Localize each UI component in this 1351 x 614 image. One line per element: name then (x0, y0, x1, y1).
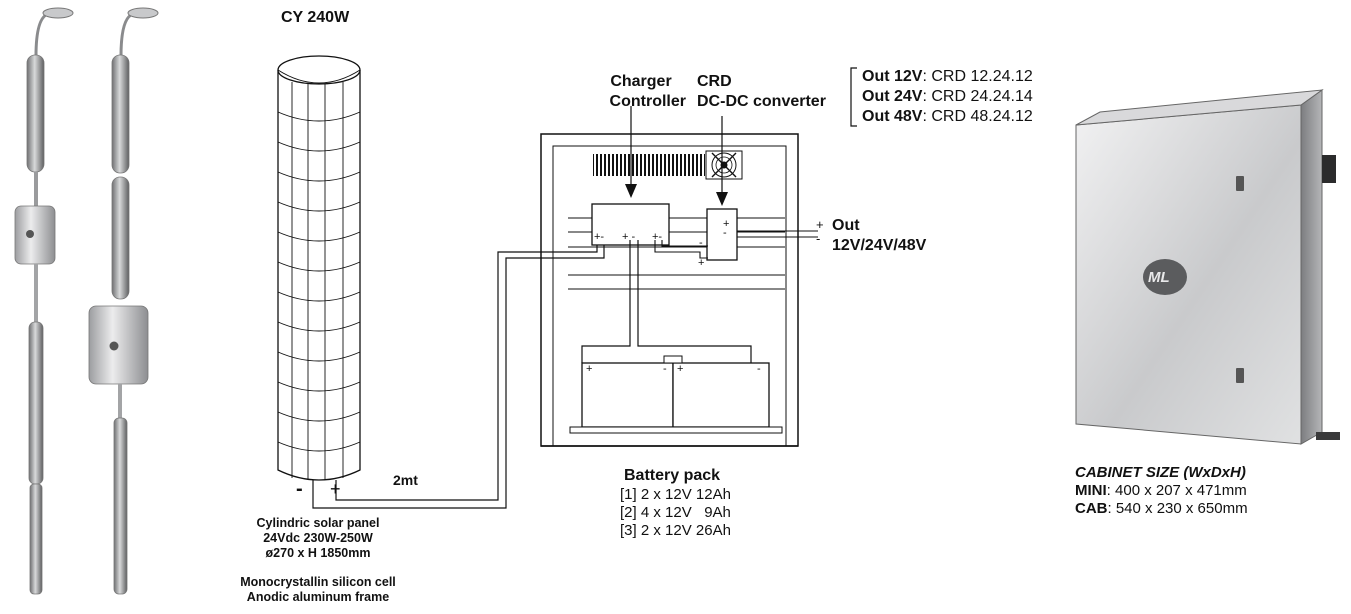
converter-label-line-2: DC-DC converter (697, 93, 826, 110)
cable-length-label: 2mt (393, 472, 418, 488)
battery-pack-info: Battery pack [1] 2 x 12V 12Ah [2] 4 x 12… (620, 466, 731, 540)
cylindric-solar-panel (277, 55, 361, 481)
battery-option: [2] 4 x 12V 9Ah (620, 504, 731, 521)
solar-panel-materials: Monocrystallin silicon cell Anodic alumi… (218, 575, 418, 605)
output-row: Out 48V: CRD 48.24.12 (862, 108, 1033, 125)
fan-icon (705, 150, 743, 180)
cabinet-size-row: MINI: 400 x 207 x 471mm (1075, 482, 1247, 499)
panel-plus-terminal: + (330, 479, 341, 499)
battery-2-minus: - (757, 363, 761, 375)
battery-pack-title: Battery pack (624, 467, 721, 484)
converter-out-polarity: +- (723, 218, 730, 239)
panel-material-line-1: Monocrystallin silicon cell (240, 575, 396, 589)
battery-2-plus: + (677, 363, 684, 375)
panel-cable (312, 240, 605, 509)
cabinet-size-info: CABINET SIZE (WxDxH) MINI: 400 x 207 x 4… (1075, 464, 1248, 518)
output-terminal-voltages: 12V/24V/48V (832, 237, 927, 254)
converter-in-minus: - (699, 237, 703, 249)
output-row: Out 12V: CRD 12.24.12 (862, 68, 1033, 85)
battery-1-minus: - (663, 363, 667, 375)
dc-dc-converter-box (706, 208, 738, 261)
ml-logo-icon (1143, 259, 1187, 295)
cabinet-enclosure (540, 67, 857, 447)
output-plus-minus: +- (816, 217, 824, 246)
charger-label-line-2: Controller (609, 93, 686, 110)
solar-panel-description: Cylindric solar panel 24Vdc 230W-250W ø2… (218, 516, 418, 561)
panel-desc-line-2: 24Vdc 230W-250W (263, 531, 373, 545)
charger-load-polarity: +- (652, 231, 663, 243)
battery-option: [3] 2 x 12V 26Ah (620, 522, 731, 539)
converter-label-line-1: CRD (697, 73, 732, 90)
battery-option: [1] 2 x 12V 12Ah (620, 486, 731, 503)
output-row: Out 24V: CRD 24.24.14 (862, 88, 1033, 105)
cabinet-photo (1075, 89, 1340, 445)
panel-material-line-2: Anodic aluminum frame (246, 590, 390, 604)
panel-desc-line-3: ø270 x H 1850mm (265, 546, 371, 560)
converter-in-plus: + (698, 257, 705, 269)
charger-battery-polarity: + - (622, 231, 636, 243)
output-models-list: Out 12V: CRD 12.24.12 Out 24V: CRD 24.24… (862, 67, 1033, 127)
dc-dc-converter-label: CRD DC-DC converter (697, 72, 826, 112)
cabinet-size-title: CABINET SIZE (WxDxH) (1075, 464, 1246, 481)
charger-controller-label: Charger Controller (596, 72, 686, 112)
ventilation-grille (593, 154, 705, 176)
output-terminal-label: Out 12V/24V/48V (832, 216, 926, 256)
output-terminal-title: Out (832, 217, 860, 234)
cabinet-logo-text: ML (1148, 269, 1170, 286)
charger-solar-polarity: +- (594, 231, 605, 243)
battery-left (581, 362, 674, 428)
cabinet-size-row: CAB: 540 x 230 x 650mm (1075, 500, 1248, 517)
charger-label-line-1: Charger (610, 73, 672, 90)
street-light-pole-2 (88, 7, 159, 595)
street-light-pole-1 (14, 7, 74, 595)
battery-right (672, 362, 770, 428)
panel-minus-terminal: - (296, 478, 303, 500)
solar-panel-model: CY 240W (281, 9, 350, 26)
panel-desc-line-1: Cylindric solar panel (256, 516, 380, 530)
battery-1-plus: + (586, 363, 593, 375)
